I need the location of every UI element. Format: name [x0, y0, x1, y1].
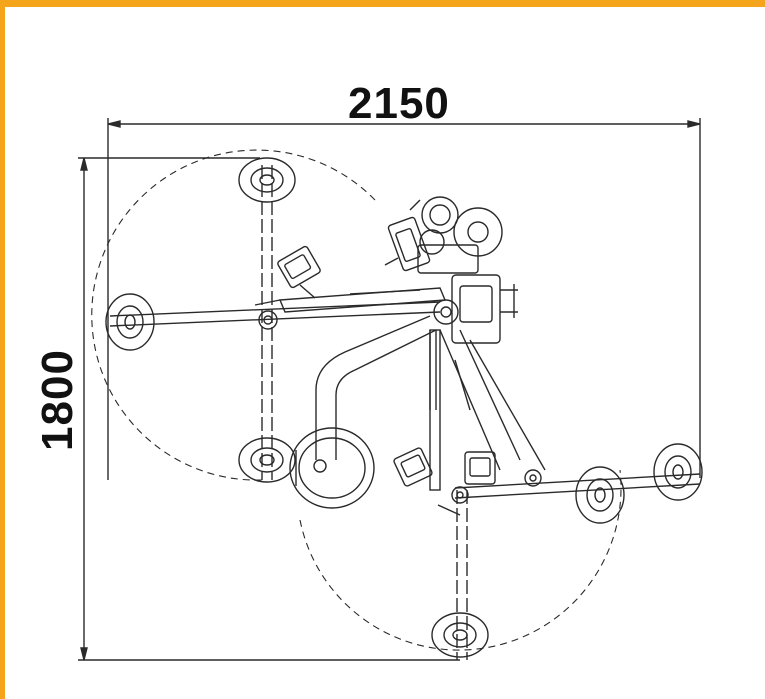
pump-assembly — [384, 196, 503, 274]
suction-cup — [653, 443, 703, 501]
diagonal-arm — [439, 329, 546, 471]
suction-cup — [238, 437, 296, 483]
suction-cup — [431, 612, 489, 658]
upright — [429, 329, 441, 491]
main-arm — [254, 287, 447, 313]
swing-arcs — [91, 149, 622, 651]
suction-cup — [575, 466, 625, 524]
width-dimension-label: 2150 — [348, 79, 450, 128]
curved-handle — [315, 315, 437, 460]
left-cross-frame — [109, 165, 441, 480]
suction-cup — [105, 293, 155, 351]
suction-cup — [238, 157, 296, 203]
width-dimension-line — [107, 118, 701, 480]
lower-cross-frame — [437, 469, 701, 660]
wheel — [289, 427, 375, 509]
rotary-actuator — [464, 451, 496, 485]
rotary-actuator — [277, 245, 321, 299]
rotary-actuator — [393, 447, 433, 487]
height-dimension-line — [78, 157, 460, 661]
pivot-block — [429, 274, 518, 410]
